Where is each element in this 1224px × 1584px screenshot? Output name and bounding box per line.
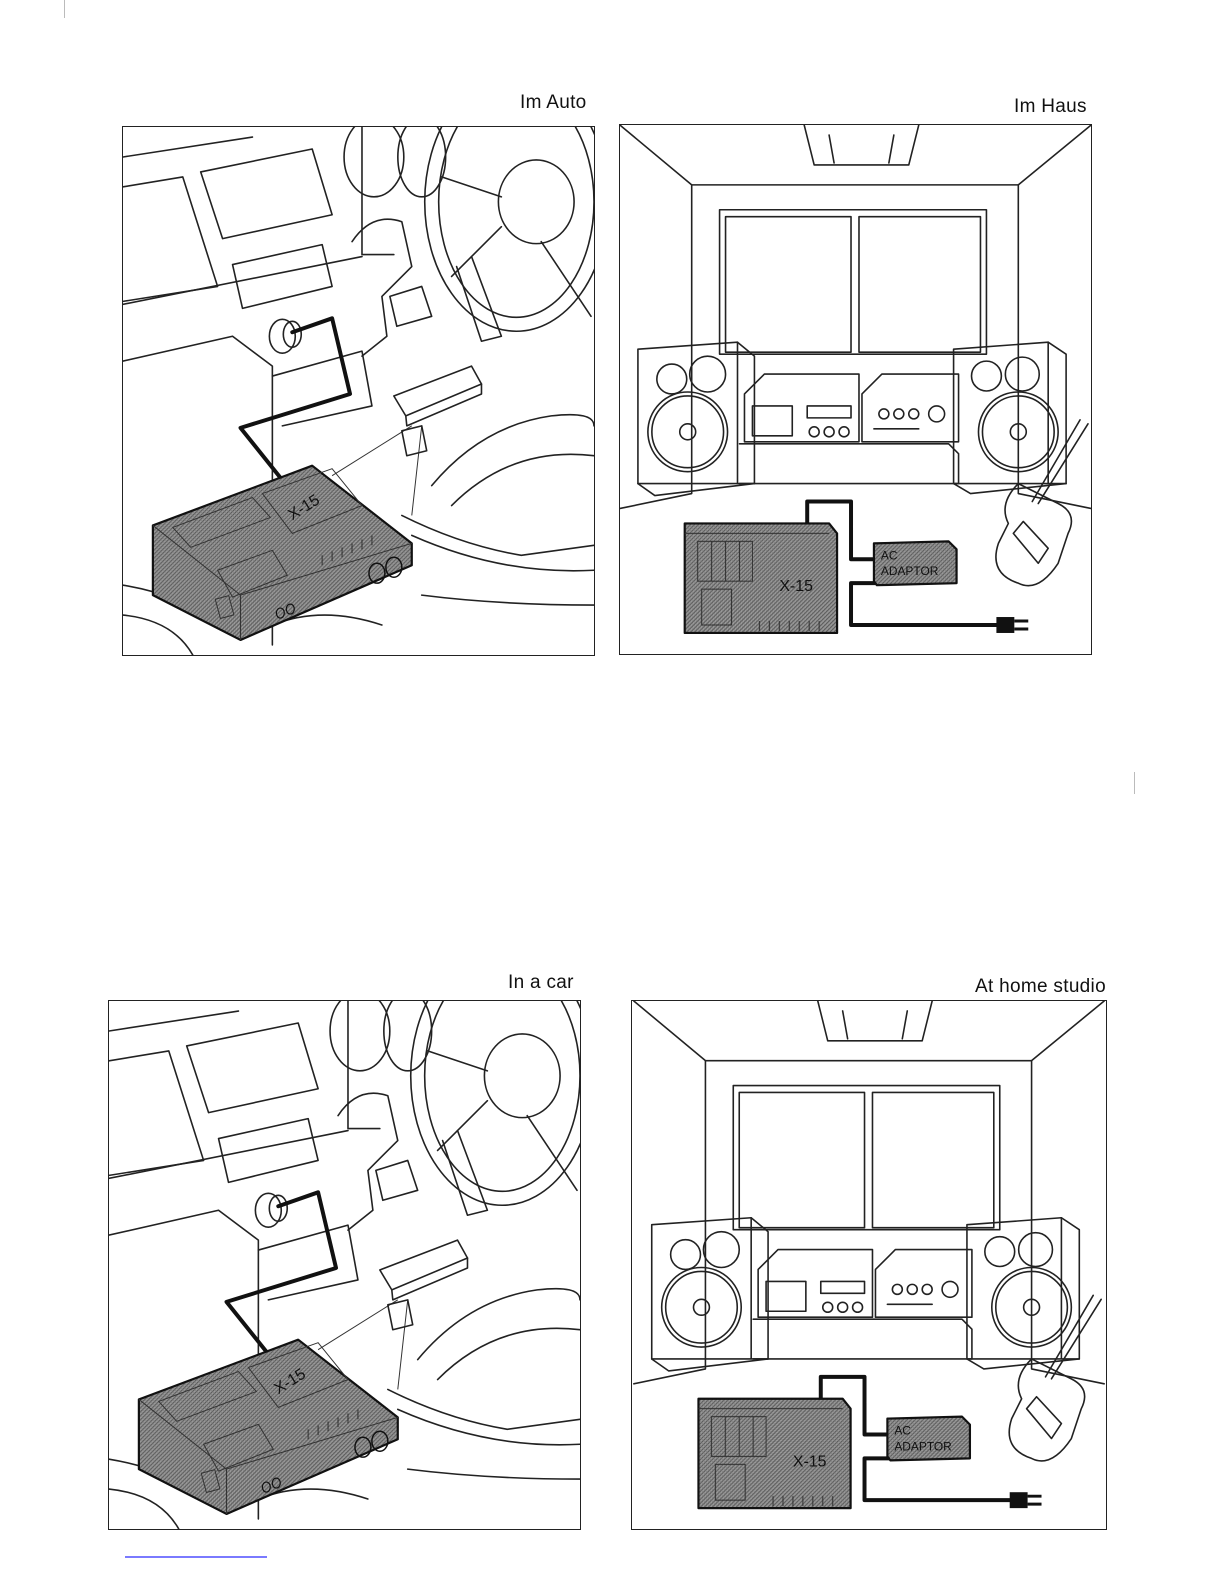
- illustration-home-en: AC ADAPTOR X-15: [631, 1000, 1107, 1530]
- caption-im-haus: Im Haus: [1014, 96, 1087, 118]
- illustration-home-de: AC ADAPTOR X-15: [619, 124, 1092, 655]
- illustration-car-en: X-15: [108, 1000, 581, 1530]
- device-label-x15-home-en: X-15: [793, 1453, 827, 1470]
- device-label-x15-home: X-15: [779, 578, 813, 595]
- caption-im-auto: Im Auto: [520, 92, 587, 114]
- scan-mark-bottom: [125, 1556, 267, 1558]
- adaptor-label-ac-en: AC: [894, 1424, 911, 1438]
- car-interior-drawing-en: X-15: [109, 1001, 580, 1529]
- caption-at-home-studio: At home studio: [975, 976, 1106, 998]
- scan-mark-top-left: [64, 0, 65, 18]
- caption-in-a-car: In a car: [508, 972, 574, 994]
- illustration-car-de: X-15: [122, 126, 595, 656]
- adaptor-label-adaptor: ADAPTOR: [881, 564, 939, 578]
- adaptor-label-ac: AC: [881, 548, 898, 562]
- home-studio-drawing: AC ADAPTOR X-15: [620, 125, 1091, 654]
- adaptor-label-adaptor-en: ADAPTOR: [894, 1439, 952, 1453]
- car-interior-drawing: X-15: [123, 127, 594, 655]
- home-studio-drawing-en: AC ADAPTOR X-15: [632, 1001, 1106, 1529]
- scan-mark-right: [1134, 772, 1135, 794]
